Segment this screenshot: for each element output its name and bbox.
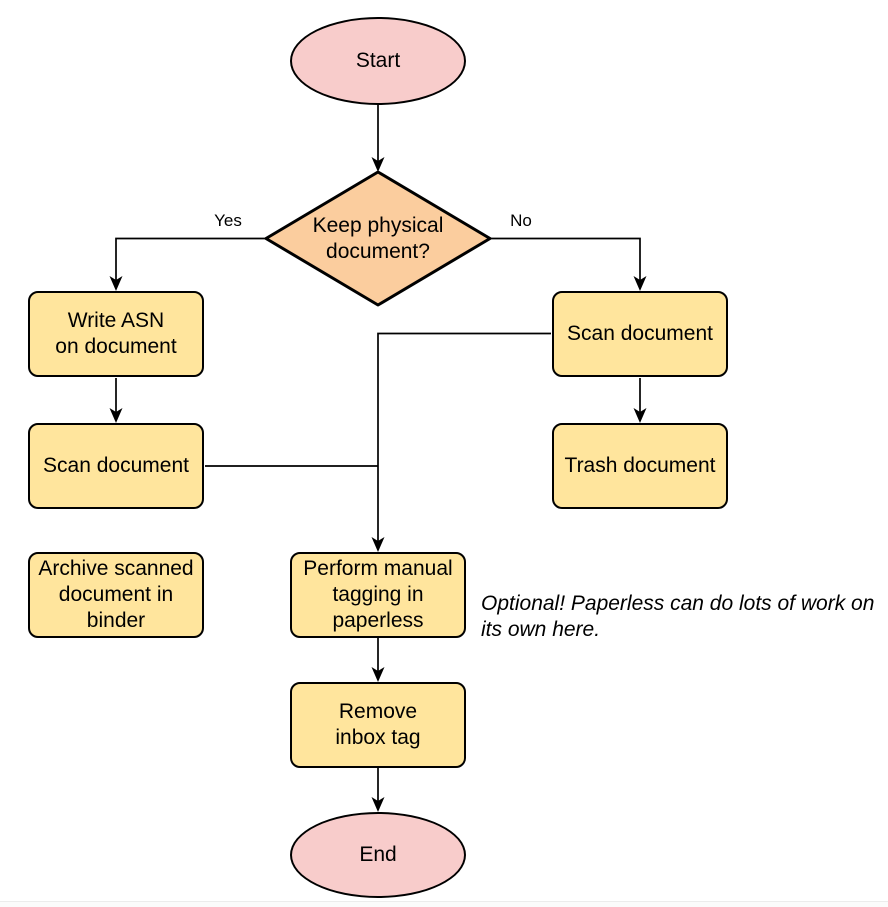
node-decision-label: Keep physical document?: [312, 213, 444, 263]
edge-scan-right-to-tagging: [371, 332, 551, 552]
node-scan-document-left-label: Scan document: [43, 454, 189, 477]
node-remove-inbox-tag: Remove inbox tag: [290, 682, 466, 768]
node-manual-tagging: Perform manual tagging in paperless: [290, 552, 466, 638]
page-boundary-line: [0, 901, 888, 902]
node-scan-document-left: Scan document: [28, 423, 204, 509]
annotation-optional-note: Optional! Paperless can do lots of work …: [481, 592, 875, 641]
node-trash-document-label: Trash document: [564, 454, 716, 477]
edge-label-no: No: [510, 211, 532, 230]
node-start: Start: [290, 17, 466, 105]
node-trash-document: Trash document: [552, 423, 728, 509]
node-scan-document-right: Scan document: [552, 291, 728, 377]
edge-decision-yes-to-write-asn: [109, 237, 267, 291]
node-archive-in-binder: Archive scanned document in binder: [28, 552, 204, 638]
decision-diamond-shape: [264, 170, 492, 307]
edge-tagging-to-remove-inbox: [371, 638, 385, 682]
edge-scan-right-to-trash: [633, 378, 647, 423]
page-margin-area: [0, 902, 888, 907]
node-write-asn: Write ASN on document: [28, 291, 204, 377]
node-manual-tagging-label: Perform manual tagging in paperless: [303, 557, 453, 632]
node-end: End: [290, 812, 466, 898]
edge-remove-inbox-to-end: [371, 768, 385, 812]
edge-start-to-decision: [371, 104, 385, 172]
node-write-asn-label: Write ASN on document: [55, 309, 177, 358]
node-scan-document-right-label: Scan document: [567, 322, 713, 345]
edge-write-asn-to-scan-left: [109, 378, 123, 423]
node-decision: Keep physical document?: [266, 172, 490, 305]
node-start-label: Start: [355, 49, 401, 72]
edge-decision-no-to-scan-right: [489, 237, 647, 291]
node-end-label: End: [359, 843, 397, 866]
node-archive-in-binder-label: Archive scanned document in binder: [38, 557, 194, 632]
node-remove-inbox-tag-label: Remove inbox tag: [335, 700, 421, 749]
edge-label-yes: Yes: [214, 211, 242, 230]
